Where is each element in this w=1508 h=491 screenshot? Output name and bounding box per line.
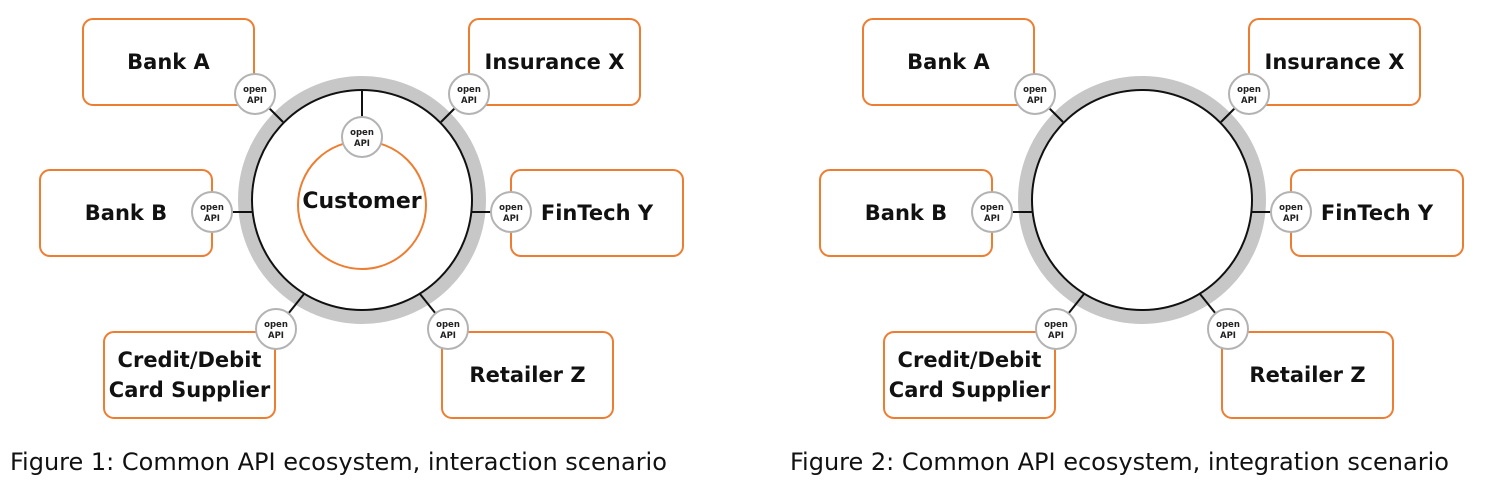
fintech-y-node: FinTech Y bbox=[510, 169, 684, 257]
bank-a-label: Bank A bbox=[127, 50, 210, 74]
open-api-badge-text: API bbox=[1048, 331, 1064, 341]
open-api-badge-text: open bbox=[1044, 320, 1068, 330]
open-api-badge-text: open bbox=[436, 320, 460, 330]
open-api-badge-circle bbox=[1014, 73, 1056, 115]
figure-1-caption: Figure 1: Common API ecosystem, interact… bbox=[10, 448, 667, 476]
bank-b-label: Bank B bbox=[865, 201, 947, 225]
card-supplier-label: Card Supplier bbox=[109, 378, 271, 402]
open-api-badge-text: open bbox=[1216, 320, 1240, 330]
open-api-badge-circle bbox=[341, 116, 383, 158]
open-api-badge-circle bbox=[1228, 73, 1270, 115]
insurance-x-node: Insurance X bbox=[468, 18, 641, 106]
open-api-badge-text: API bbox=[440, 331, 456, 341]
customer-label: Customer bbox=[302, 189, 421, 214]
open-api-badge-text: open bbox=[980, 203, 1004, 213]
insurance-x-label: Insurance X bbox=[1265, 50, 1405, 74]
retailer-z-node: Retailer Z bbox=[441, 331, 614, 419]
insurance-x-box bbox=[468, 18, 641, 106]
open-api-badge-text: API bbox=[268, 331, 284, 341]
open-api-badge-text: API bbox=[247, 96, 263, 106]
fintech-y-label: FinTech Y bbox=[541, 201, 654, 225]
bank-a-node: Bank A bbox=[82, 18, 255, 106]
ecosystem-ring-shadow bbox=[1018, 76, 1266, 324]
fintech-y-node: FinTech Y bbox=[1290, 169, 1464, 257]
bank-a-box bbox=[82, 18, 255, 106]
ecosystem-ring bbox=[1031, 89, 1253, 311]
card-supplier-label: Credit/Debit bbox=[118, 348, 262, 372]
open-api-badge-text: API bbox=[1241, 96, 1257, 106]
open-api-badge-text: API bbox=[354, 139, 370, 149]
retailer-z-node: Retailer Z bbox=[1221, 331, 1394, 419]
open-api-badge-text: open bbox=[200, 203, 224, 213]
open-api-badge-circle bbox=[1035, 308, 1077, 350]
bank-b-node: Bank B bbox=[819, 169, 993, 257]
open-api-badge-text: open bbox=[1237, 85, 1261, 95]
card-supplier-label: Card Supplier bbox=[889, 378, 1051, 402]
retailer-z-label: Retailer Z bbox=[1249, 363, 1365, 387]
bank-a-node: Bank A bbox=[862, 18, 1035, 106]
open-api-badge-text: open bbox=[350, 128, 374, 138]
ecosystem-ring-shadow bbox=[238, 76, 486, 324]
bank-b-node: Bank B bbox=[39, 169, 213, 257]
open-api-badge-text: API bbox=[204, 214, 220, 224]
open-api-badge-text: API bbox=[1283, 214, 1299, 224]
open-api-badge-circle bbox=[234, 73, 276, 115]
open-api-badge-circle bbox=[255, 308, 297, 350]
open-api-badge-text: open bbox=[457, 85, 481, 95]
card-supplier-label: Credit/Debit bbox=[898, 348, 1042, 372]
open-api-badge-circle bbox=[191, 191, 233, 233]
open-api-badge-circle bbox=[971, 191, 1013, 233]
open-api-badge-text: open bbox=[243, 85, 267, 95]
insurance-x-node: Insurance X bbox=[1248, 18, 1421, 106]
card-supplier-box bbox=[103, 331, 276, 419]
retailer-z-label: Retailer Z bbox=[469, 363, 585, 387]
retailer-z-box bbox=[441, 331, 614, 419]
bank-b-label: Bank B bbox=[85, 201, 167, 225]
open-api-badge-text: API bbox=[1027, 96, 1043, 106]
open-api-badge-circle bbox=[1270, 191, 1312, 233]
open-api-badge-text: API bbox=[461, 96, 477, 106]
bank-a-box bbox=[862, 18, 1035, 106]
bank-a-label: Bank A bbox=[907, 50, 990, 74]
open-api-badge-text: open bbox=[264, 320, 288, 330]
open-api-badge-circle bbox=[448, 73, 490, 115]
open-api-badge-circle bbox=[1207, 308, 1249, 350]
open-api-badge-circle bbox=[490, 191, 532, 233]
insurance-x-label: Insurance X bbox=[485, 50, 625, 74]
open-api-badge-text: open bbox=[499, 203, 523, 213]
open-api-badge-circle bbox=[427, 308, 469, 350]
figure-2-caption: Figure 2: Common API ecosystem, integrat… bbox=[790, 448, 1449, 476]
retailer-z-box bbox=[1221, 331, 1394, 419]
open-api-badge-text: open bbox=[1023, 85, 1047, 95]
open-api-badge-text: API bbox=[503, 214, 519, 224]
open-api-badge-text: open bbox=[1279, 203, 1303, 213]
fintech-y-label: FinTech Y bbox=[1321, 201, 1434, 225]
open-api-badge-text: API bbox=[984, 214, 1000, 224]
insurance-x-box bbox=[1248, 18, 1421, 106]
card-supplier-box bbox=[883, 331, 1056, 419]
open-api-badge-text: API bbox=[1220, 331, 1236, 341]
